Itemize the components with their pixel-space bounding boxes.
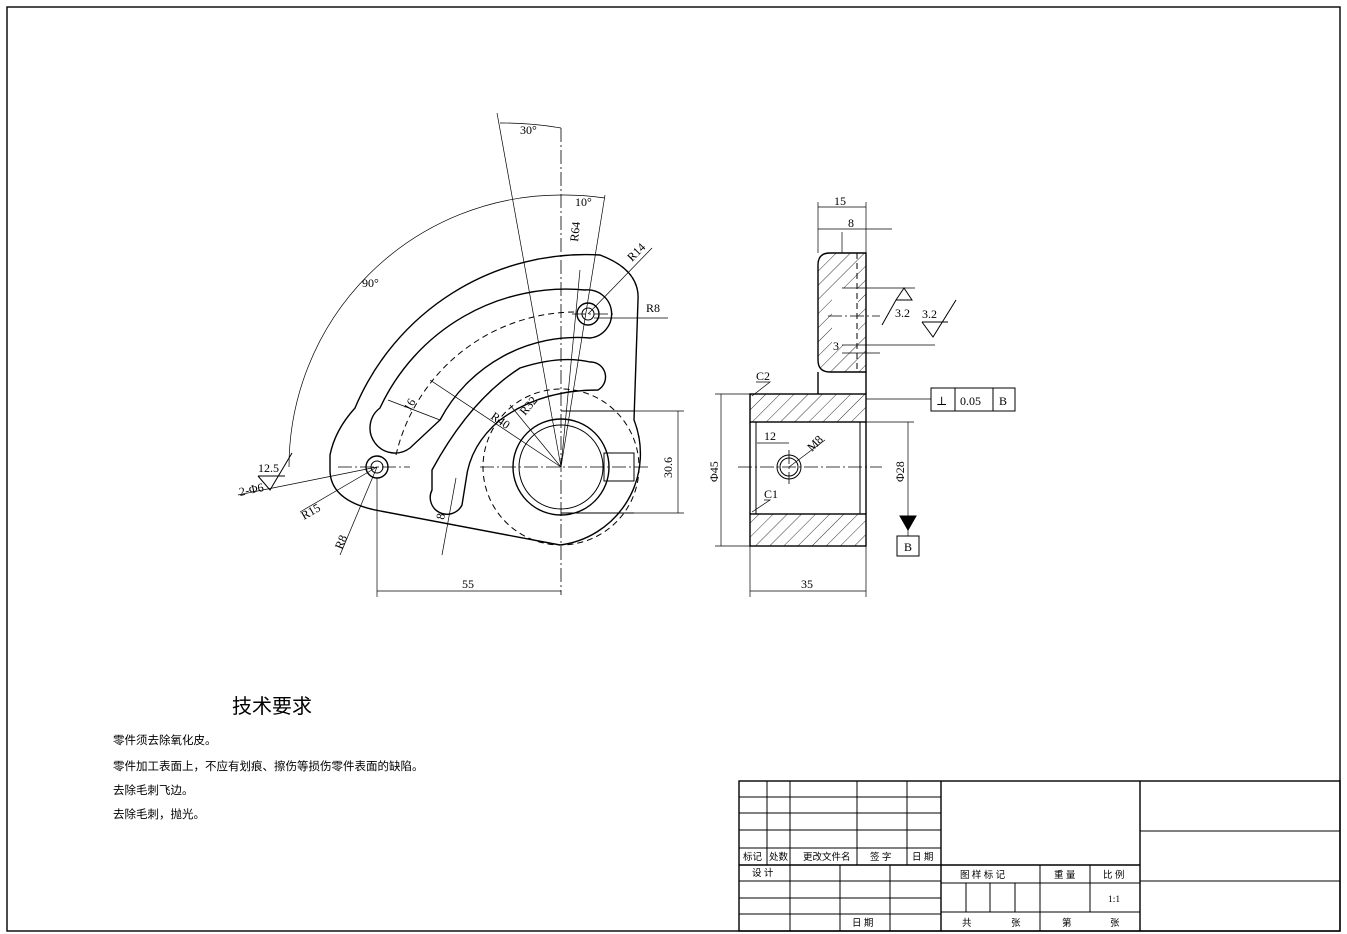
leader-r8-bottom <box>339 466 378 556</box>
arm-upper-slot <box>369 288 613 454</box>
roughness-symbol-12-5 <box>257 452 293 491</box>
sheet-frame <box>6 6 1341 932</box>
label-r14: R14 <box>624 240 648 264</box>
technical-requirements: 技术要求 零件须去除氧化皮。 零件加工表面上，不应有划痕、擦伤等损伤零件表面的缺… <box>113 695 424 821</box>
tb-weight: 重 量 <box>1054 869 1076 881</box>
label-3: 3 <box>833 339 839 353</box>
label-12: 12 <box>764 429 776 443</box>
leader-r15 <box>299 466 378 513</box>
arm-outer-profile <box>329 253 642 546</box>
hub-bore-outer <box>512 418 610 516</box>
requirement-3: 去除毛刺飞边。 <box>113 783 194 797</box>
requirement-4: 去除毛刺，抛光。 <box>113 807 205 821</box>
pin-hole-top-inner <box>581 307 595 321</box>
arc-10 <box>560 194 606 199</box>
requirement-1: 零件须去除氧化皮。 <box>113 733 217 747</box>
datum-b-label: B <box>904 540 912 554</box>
label-r8-top: R8 <box>646 301 660 315</box>
tb-signature: 签 字 <box>870 851 891 863</box>
tb-mark: 标记 <box>743 851 763 863</box>
label-angle-90: 90° <box>362 276 379 290</box>
tb-scale-value: 1:1 <box>1108 895 1120 905</box>
label-angle-30: 30° <box>520 123 537 137</box>
leader-16 <box>387 399 441 421</box>
leader-m8 <box>788 439 826 468</box>
tol-datum: B <box>999 394 1007 408</box>
side-hub-bottom-wall <box>749 513 867 547</box>
hub-bore-inner <box>518 424 604 510</box>
tb-sheet2: 张 <box>1110 918 1120 929</box>
leader-c1 <box>751 499 772 513</box>
tb-count: 处数 <box>769 851 789 863</box>
title-block: 标记 处数 更改文件名 签 字 日 期 设 计 日 期 图 样 标 记 重 量 … <box>738 780 1341 932</box>
label-55: 55 <box>462 577 474 591</box>
leader-r64 <box>560 269 581 468</box>
hub-outer-dashed-circle <box>482 388 640 546</box>
arc-90 <box>288 194 562 468</box>
tol-frame <box>930 387 1016 412</box>
leader-r14 <box>587 247 653 315</box>
label-r40: R40 <box>488 409 512 432</box>
label-r8-bottom: R8 <box>332 533 350 551</box>
leader-c2 <box>751 381 772 397</box>
arm-lower-slot <box>429 358 607 515</box>
tb-date: 日 期 <box>912 852 933 863</box>
label-r64: R64 <box>567 221 583 242</box>
angle-line-10 <box>560 194 606 468</box>
label-8: 8 <box>433 512 448 520</box>
side-arm-hole-gap <box>832 288 858 345</box>
leader-8 <box>441 477 457 556</box>
label-c1: C1 <box>764 487 778 501</box>
side-hub-top-wall <box>749 393 867 423</box>
leader-r32 <box>509 404 562 468</box>
tb-drawing-mark: 图 样 标 记 <box>960 869 1006 881</box>
label-r15: R15 <box>299 500 323 522</box>
hub-keyway <box>603 452 635 482</box>
label-35: 35 <box>801 577 813 591</box>
leader-r40 <box>429 379 562 468</box>
roughness-a-symbol <box>881 287 913 326</box>
label-30-6: 30.6 <box>661 457 675 478</box>
label-dia28: Φ28 <box>893 461 907 482</box>
label-holes: 2-Φ6 <box>238 480 265 499</box>
datum-b-triangle <box>899 515 917 532</box>
arm-center-dashed-arc <box>395 311 576 456</box>
tb-date2: 日 期 <box>852 918 873 929</box>
tb-total: 共 <box>962 918 972 929</box>
label-roughness-a: 3.2 <box>895 306 910 320</box>
label-15: 15 <box>834 194 846 208</box>
datum-b-box <box>896 535 920 557</box>
roughness-b-symbol <box>921 299 957 338</box>
requirement-2: 零件加工表面上，不应有划痕、擦伤等损伤零件表面的缺陷。 <box>113 759 424 773</box>
label-angle-10: 10° <box>575 195 592 209</box>
arc-30 <box>499 122 562 129</box>
label-r32: R32 <box>517 394 541 418</box>
pin-hole-top-outer <box>576 302 600 326</box>
side-view: 15 8 3.2 3.2 3 C2 C1 12 M8 Φ45 Φ28 35 ⊥ … <box>707 194 1016 597</box>
label-dia45: Φ45 <box>707 461 721 482</box>
leader-holes <box>237 466 378 496</box>
tol-symbol: ⊥ <box>936 394 947 408</box>
tol-value: 0.05 <box>960 394 981 408</box>
front-view: 30° 10° 90° R64 R14 R8 R40 R32 16 12.5 2… <box>237 112 684 597</box>
tb-sheet: 张 <box>1011 918 1021 929</box>
tb-scale: 比 例 <box>1103 869 1124 881</box>
tb-design: 设 计 <box>752 867 774 879</box>
label-12-5: 12.5 <box>258 461 279 475</box>
angle-line-30 <box>496 112 562 468</box>
tb-number: 第 <box>1062 917 1072 929</box>
label-roughness-b: 3.2 <box>922 307 937 321</box>
pin-hole-left-inner <box>370 460 384 474</box>
label-8-side: 8 <box>848 216 854 230</box>
label-c2: C2 <box>756 369 770 383</box>
label-m8: M8 <box>804 432 826 454</box>
requirements-title: 技术要求 <box>232 695 312 718</box>
tb-change-doc: 更改文件名 <box>803 851 851 863</box>
